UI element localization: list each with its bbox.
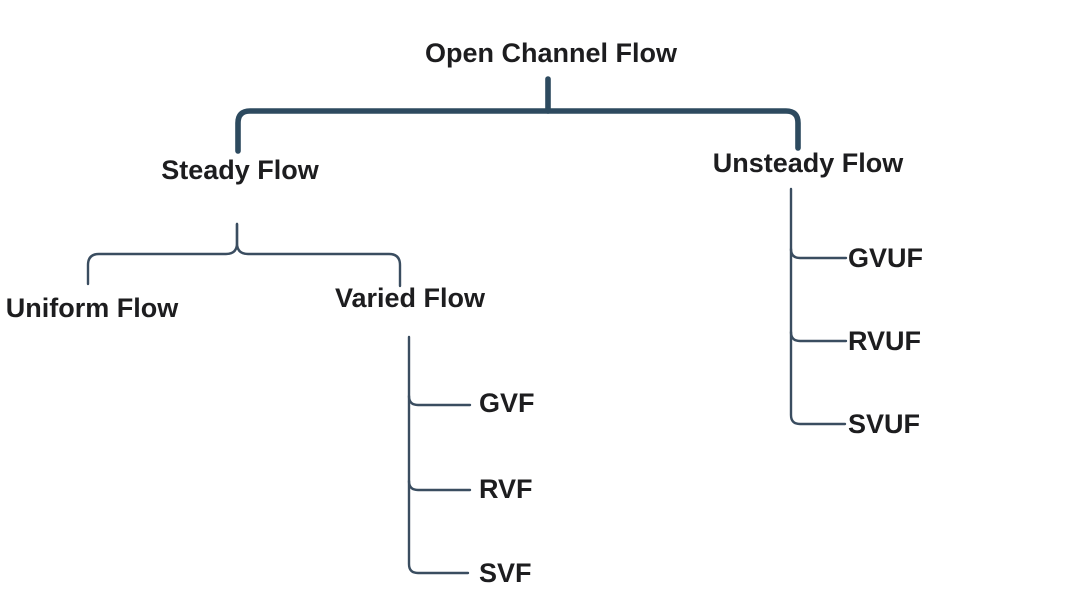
node-unsteady-flow: Unsteady Flow <box>712 148 904 178</box>
node-rvuf: RVUF <box>848 326 922 356</box>
node-gvuf: GVUF <box>848 243 924 273</box>
node-rvf: RVF <box>479 474 533 504</box>
node-varied-flow: Varied Flow <box>334 283 486 313</box>
node-gvf: GVF <box>479 388 535 418</box>
node-steady-flow: Steady Flow <box>161 155 319 185</box>
node-svuf: SVUF <box>848 409 921 439</box>
node-open-channel-flow: Open Channel Flow <box>424 38 678 68</box>
node-uniform-flow: Uniform Flow <box>5 293 179 323</box>
node-svf: SVF <box>479 558 532 588</box>
